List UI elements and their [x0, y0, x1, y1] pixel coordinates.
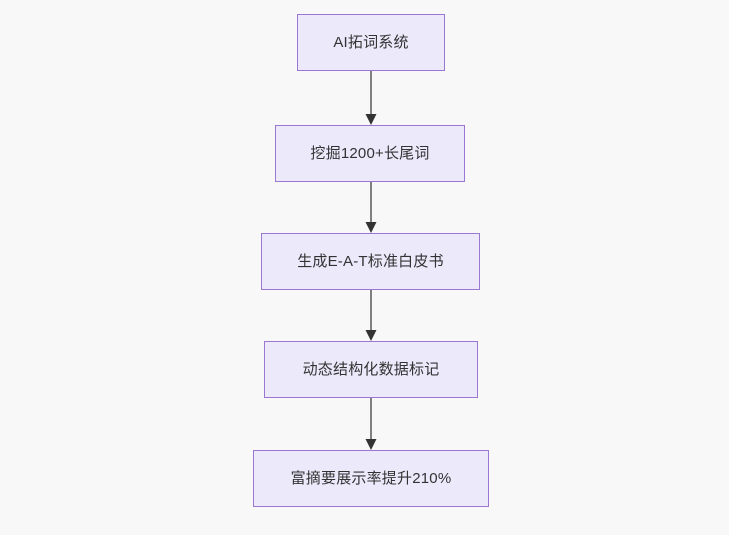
flow-node-label: 动态结构化数据标记 — [302, 361, 440, 378]
flow-node-label: 富摘要展示率提升210% — [290, 470, 452, 487]
flow-node-ai-keyword-system[interactable]: AI拓词系统 — [297, 14, 445, 71]
edge-n3-n4 — [365, 290, 377, 341]
arrowhead-icon — [365, 330, 377, 341]
flow-node-label: AI拓词系统 — [333, 34, 409, 51]
flow-node-label: 挖掘1200+长尾词 — [310, 145, 430, 162]
arrowhead-icon — [365, 439, 377, 450]
flow-node-rich-snippet-impression-uplift[interactable]: 富摘要展示率提升210% — [253, 450, 489, 507]
flow-node-generate-eat-whitepaper[interactable]: 生成E-A-T标准白皮书 — [261, 233, 480, 290]
arrowhead-icon — [365, 114, 377, 125]
edge-n4-n5 — [365, 398, 377, 450]
edge-n2-n3 — [365, 182, 377, 233]
arrowhead-icon — [365, 222, 377, 233]
flow-node-label: 生成E-A-T标准白皮书 — [297, 253, 444, 270]
flow-node-dynamic-structured-data-markup[interactable]: 动态结构化数据标记 — [264, 341, 478, 398]
flow-node-mine-longtail-keywords[interactable]: 挖掘1200+长尾词 — [275, 125, 465, 182]
edge-n1-n2 — [365, 71, 377, 125]
